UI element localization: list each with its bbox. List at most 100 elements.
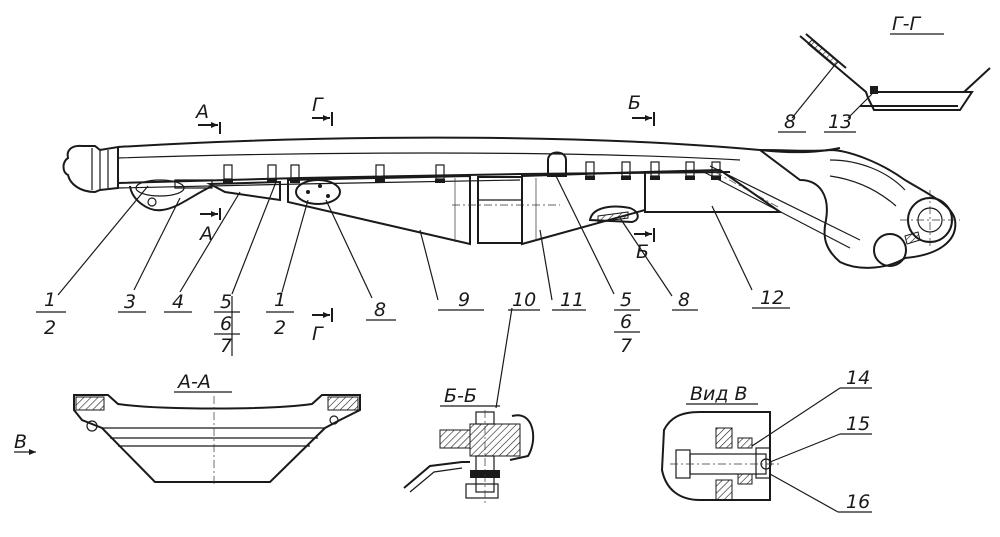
callout-16: 16	[846, 491, 870, 513]
leader-9	[419, 229, 439, 301]
hinge-arc-1	[829, 159, 906, 191]
section-aa: А-А	[73, 371, 361, 484]
diagonal-strut-2	[709, 165, 861, 241]
section-bb-clip	[509, 414, 535, 461]
beam-nose	[62, 144, 119, 194]
view-v-hatch-2	[737, 437, 753, 449]
view-v-hatch-4	[737, 473, 753, 485]
view-v: Вид В 14 15 16	[660, 367, 872, 513]
view-v-marker-label: В	[14, 431, 27, 453]
hinge-arc-2	[829, 175, 897, 207]
oval-hole-1	[306, 190, 310, 194]
central-block	[477, 176, 523, 244]
bracket-8-right	[588, 205, 639, 224]
leader-8-mid	[325, 199, 373, 299]
leader-5-6-7-right	[555, 175, 615, 295]
wedge-9	[287, 174, 471, 246]
section-a-top-label: А	[194, 101, 209, 123]
main-beam-assembly	[62, 136, 960, 269]
section-aa-title: А-А	[176, 371, 211, 393]
callout-6-left: 6	[220, 313, 232, 335]
bracket-8-hatch	[597, 211, 629, 223]
oval-plate-8	[295, 179, 341, 205]
callout-7-left: 7	[220, 335, 232, 357]
section-gg: Г-Г 8 13	[778, 13, 991, 133]
clip-5	[547, 151, 567, 177]
view-v-hatch-1	[715, 427, 733, 449]
callout-5-right: 5	[620, 289, 632, 311]
callout-1-mid: 1	[274, 289, 286, 311]
hinge-body	[756, 148, 957, 269]
leader-8-right	[619, 217, 673, 297]
section-a-bottom-label: А	[198, 223, 213, 245]
leader-11	[539, 229, 553, 301]
beam-inner-edge	[117, 152, 741, 161]
callout-8-gg: 8	[784, 111, 796, 133]
callout-8-mid: 8	[374, 299, 386, 321]
leader-16	[769, 473, 839, 513]
section-b-top-label: Б	[628, 92, 641, 114]
callout-6-right: 6	[620, 311, 632, 333]
leader-13	[847, 93, 873, 119]
section-gg-profile	[799, 35, 974, 111]
leader-15	[769, 433, 841, 463]
callout-8-right: 8	[678, 289, 690, 311]
callout-2-mid: 2	[274, 317, 286, 339]
leader-3	[133, 197, 181, 291]
section-a-top-arrow	[198, 122, 221, 134]
leader-14	[751, 387, 841, 447]
leader-4	[179, 191, 241, 293]
leader-12	[711, 205, 753, 291]
section-g-bottom-label: Г	[312, 323, 324, 345]
oval-hole-2	[318, 184, 322, 188]
section-gg-bolt	[870, 86, 878, 94]
hinge-hatch	[904, 231, 921, 245]
bolt-row	[223, 161, 721, 183]
view-v-hatch-3	[715, 479, 733, 501]
callout-12: 12	[760, 287, 784, 309]
beam-top-edge	[117, 136, 841, 154]
view-v-body	[660, 411, 771, 501]
section-aa-hatch-left	[75, 396, 105, 411]
hinge-lower-boss	[873, 233, 907, 267]
callout-2-left: 2	[44, 317, 56, 339]
callout-11: 11	[560, 289, 584, 311]
callout-1-left: 1	[44, 289, 56, 311]
callouts: 1 2 3 4 5 6 7 1 2 8 9 10	[36, 175, 790, 409]
nose-ribs	[91, 148, 109, 190]
callout-13: 13	[828, 111, 852, 133]
section-bb-plate	[403, 461, 470, 489]
callout-9: 9	[458, 289, 470, 311]
callout-7-right: 7	[620, 335, 632, 357]
section-bb: Б-Б	[403, 385, 535, 504]
section-gg-profile-inner	[805, 33, 958, 107]
callout-4: 4	[172, 291, 184, 313]
section-gg-handle	[963, 67, 991, 93]
bracket-pad	[174, 179, 213, 189]
section-aa-hatch-right	[327, 396, 359, 411]
leader-5-6-7-left	[231, 181, 277, 295]
callout-10: 10	[512, 289, 536, 311]
leader-10	[495, 307, 513, 409]
oval-hole-3	[326, 194, 330, 198]
section-bb-hatch-1	[439, 429, 471, 449]
section-bb-hatch-2	[469, 423, 521, 457]
callout-15: 15	[846, 413, 870, 435]
section-bb-title: Б-Б	[444, 385, 477, 407]
section-b-top-arrow	[632, 112, 655, 126]
section-b-bottom-arrow	[634, 228, 655, 242]
callout-14: 14	[846, 367, 870, 389]
plate-4	[206, 180, 281, 202]
wedge-12-hidden	[714, 171, 781, 209]
bracket-left	[129, 185, 213, 212]
view-v-title: Вид В	[690, 383, 748, 405]
leader-1-2-left	[57, 185, 149, 296]
section-gg-hatch	[807, 39, 839, 67]
callout-5-left: 5	[220, 291, 232, 313]
section-gg-title: Г-Г	[892, 13, 921, 35]
bracket-hole	[147, 197, 157, 207]
section-aa-outline	[73, 394, 361, 483]
callout-3: 3	[124, 291, 136, 313]
